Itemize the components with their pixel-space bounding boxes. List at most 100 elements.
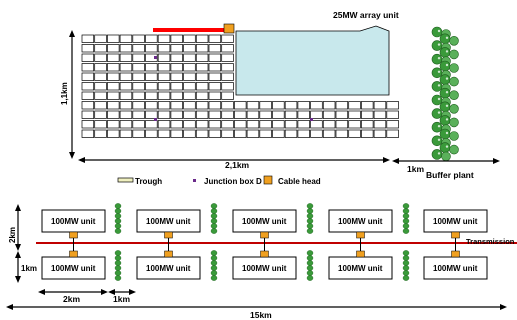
trough-cell — [81, 129, 95, 138]
tree-icon — [114, 203, 122, 209]
legend-trough-label: Trough — [135, 177, 162, 186]
tree-icon — [210, 203, 218, 209]
trough-cell — [297, 120, 310, 129]
trough-cell — [195, 44, 209, 53]
trough-cell — [132, 82, 145, 91]
trough-cell — [246, 120, 260, 129]
tree-icon — [402, 275, 410, 281]
trough-cell — [386, 101, 399, 110]
tree-highlight — [445, 91, 449, 94]
trough-cell — [170, 82, 183, 91]
trough-cell — [157, 44, 171, 53]
trough-cell — [183, 44, 196, 53]
unit-label: 100MW unit — [338, 217, 383, 226]
trough-cell — [386, 120, 399, 129]
tree-highlight — [445, 36, 449, 39]
trough-cell — [373, 120, 387, 129]
trough-swatch — [117, 177, 134, 183]
trough-cell — [246, 110, 260, 119]
tree-icon — [439, 101, 451, 113]
trough-cell — [335, 120, 349, 129]
trough-cell — [361, 129, 374, 138]
tree-icon — [449, 35, 459, 46]
buffer-width-label: 1km — [407, 164, 424, 174]
trough-cell — [119, 110, 133, 119]
trough-cell — [183, 120, 196, 129]
tree-icon — [210, 275, 218, 281]
tree-icon — [114, 255, 122, 261]
trough-cell — [221, 101, 234, 110]
unit-label: 100MW unit — [242, 264, 287, 273]
trough-cell — [107, 120, 120, 129]
tree-highlight — [437, 57, 441, 60]
tree-icon — [306, 208, 314, 214]
tree-highlight — [445, 63, 449, 67]
trough-cell — [132, 110, 145, 119]
trough-cell — [145, 91, 158, 100]
arrow-up-icon — [15, 204, 21, 211]
trough-cell — [107, 44, 120, 53]
arrow-right-icon — [383, 157, 390, 163]
tree-icon — [306, 270, 314, 276]
cable-head-icon — [451, 250, 460, 258]
tree-icon — [449, 131, 459, 141]
trough-cell — [284, 129, 298, 138]
trough-cell — [145, 72, 158, 81]
trough-cell — [221, 120, 234, 129]
arrow-up-icon — [15, 251, 21, 258]
unit-label: 100MW unit — [146, 217, 191, 226]
trough-cell — [259, 120, 272, 129]
trough-cell — [322, 129, 336, 138]
tree-icon — [210, 270, 218, 276]
trough-cell — [335, 129, 349, 138]
trough-cell — [94, 63, 107, 72]
trough-cell — [132, 34, 145, 43]
tree-icon — [210, 218, 218, 224]
trough-cell — [221, 82, 234, 91]
tree-icon — [402, 213, 410, 219]
tree-icon — [441, 151, 451, 162]
tree-icon — [114, 270, 122, 276]
trough-cell — [297, 110, 310, 119]
unit-row: 100MW unit 100MW unit 100MW unit 100MW unit… — [41, 209, 488, 280]
tree-icon — [402, 208, 410, 214]
junction-box-dot — [193, 179, 196, 182]
tree-icon — [439, 115, 451, 126]
trough-cell — [170, 129, 183, 138]
trough-cell — [348, 110, 361, 119]
trough-cell — [183, 91, 196, 100]
trough-cell — [132, 63, 145, 72]
tree-icon — [402, 218, 410, 224]
trough-cell — [170, 110, 183, 119]
arrow-down-icon — [69, 152, 75, 159]
trough-cell — [81, 63, 95, 72]
trough-cell — [157, 110, 171, 119]
trough-cell — [297, 101, 310, 110]
trough-cell — [81, 44, 95, 53]
unit-label: 100MW unit — [338, 264, 383, 273]
trough-cell — [145, 120, 158, 129]
tree-icon — [402, 255, 410, 261]
trough-cell — [94, 101, 107, 110]
tree-icon — [449, 104, 459, 114]
trough-cell — [157, 120, 171, 129]
trough-cell — [107, 72, 120, 81]
trough-cell — [119, 101, 133, 110]
trough-cell — [81, 53, 95, 62]
tree-icon — [431, 81, 443, 92]
trough-cell — [310, 129, 323, 138]
trough-cell — [94, 91, 107, 100]
trough-cell — [259, 110, 272, 119]
arrow-right-icon — [500, 304, 507, 310]
trough-cell — [208, 44, 222, 53]
trough-cell — [310, 110, 323, 119]
trough-cell — [208, 34, 222, 43]
trough-cell — [119, 72, 133, 81]
trough-cell — [94, 34, 107, 43]
trough-cell — [234, 101, 247, 110]
tree-icon — [439, 128, 451, 140]
cable-head-square — [263, 175, 273, 185]
tree-icon — [210, 213, 218, 219]
tree-highlight — [445, 50, 449, 53]
